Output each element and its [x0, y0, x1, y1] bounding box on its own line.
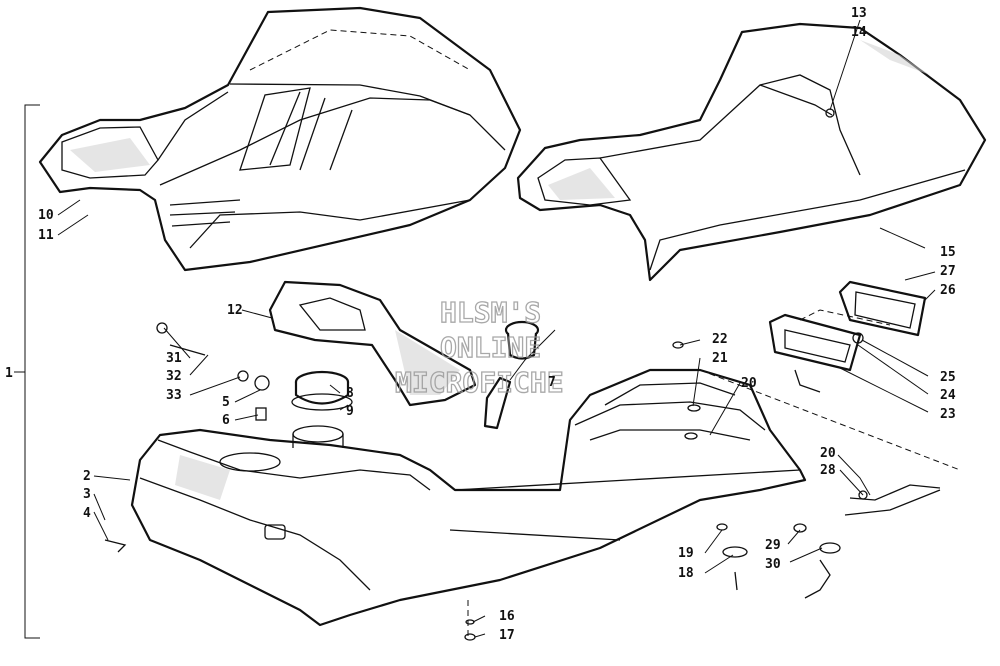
- callout-4: 4: [83, 506, 91, 521]
- callout-24: 24: [940, 388, 956, 403]
- callout-7: 7: [548, 375, 556, 390]
- watermark: HLSM'S ONLINE MICROFICHE: [394, 295, 564, 399]
- callout-15: 15: [940, 245, 956, 260]
- callout-27: 27: [940, 264, 956, 279]
- callout-21: 21: [712, 351, 728, 366]
- callout-14: 14: [851, 25, 867, 40]
- callout-6: 6: [222, 413, 230, 428]
- callout-28: 28: [820, 463, 836, 478]
- callout-11: 11: [38, 228, 54, 243]
- callout-31: 31: [166, 351, 182, 366]
- callout-19: 19: [678, 546, 694, 561]
- seat-sport: [38, 6, 522, 272]
- watermark-line-3: MICROFICHE: [395, 366, 564, 399]
- callout-12: 12: [227, 303, 243, 318]
- callout-25: 25: [940, 370, 956, 385]
- callout-10: 10: [38, 208, 54, 223]
- watermark-line-2: ONLINE: [440, 331, 541, 364]
- assembly-bracket: [14, 104, 40, 639]
- seat-standard: [516, 22, 987, 282]
- callout-3: 3: [83, 487, 91, 502]
- watermark-line-1: HLSM'S: [440, 296, 541, 329]
- callout-30: 30: [765, 557, 781, 572]
- strap-leader: [879, 227, 926, 249]
- callouts: 1 2 3 4 5 6 7 8 9 10 11 12 13 14 15 16 1…: [5, 6, 956, 643]
- callout-26: 26: [940, 283, 956, 298]
- fuel-tank-base: [130, 368, 807, 627]
- callout-17: 17: [499, 628, 515, 643]
- callout-20: 20: [741, 376, 757, 391]
- callout-20-lower: 20: [820, 446, 836, 461]
- callout-16: 16: [499, 609, 515, 624]
- callout-9: 9: [346, 404, 354, 419]
- callout-13: 13: [851, 6, 867, 21]
- fuel-gauge-sender: [483, 320, 540, 430]
- callout-1: 1: [5, 366, 13, 381]
- leader-lines: [57, 19, 936, 638]
- fuel-cap: [291, 370, 353, 411]
- callout-5: 5: [222, 395, 230, 410]
- callout-33: 33: [166, 388, 182, 403]
- callout-32: 32: [166, 369, 182, 384]
- callout-8: 8: [346, 386, 354, 401]
- callout-2: 2: [83, 469, 91, 484]
- callout-23: 23: [940, 407, 956, 422]
- taillight-assembly: [768, 280, 927, 393]
- callout-18: 18: [678, 566, 694, 581]
- knee-pad: [268, 280, 477, 407]
- callout-29: 29: [765, 538, 781, 553]
- callout-22: 22: [712, 332, 728, 347]
